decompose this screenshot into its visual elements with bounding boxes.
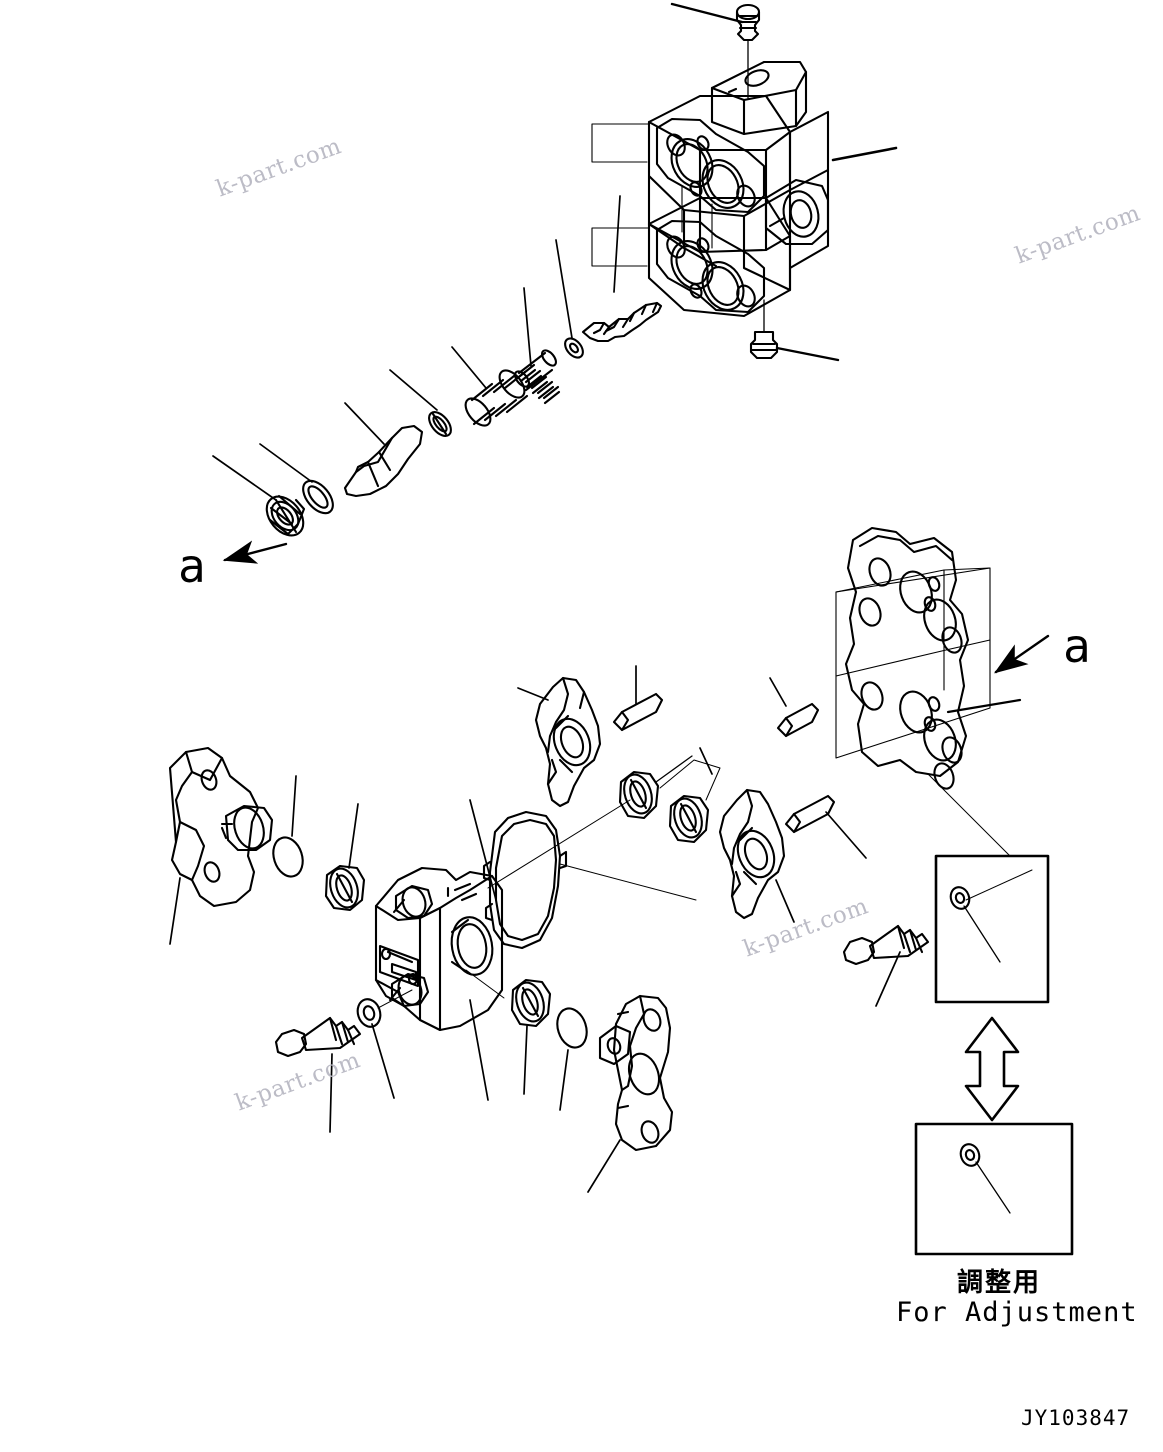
leader-end-plug <box>212 455 277 501</box>
detail-box-lower <box>914 1122 1074 1256</box>
leader-plug-bottom <box>775 346 840 362</box>
mounting-bracket-right <box>598 994 674 1152</box>
bushing-a <box>618 770 660 820</box>
drawing-number: JY103847 <box>1021 1406 1131 1430</box>
bushing-right <box>510 978 552 1028</box>
cap-plug-left <box>272 836 304 878</box>
leader-valve-body <box>831 146 898 162</box>
section-marker-a-upper: a <box>178 539 206 593</box>
large-spring <box>464 369 529 427</box>
leader-center-housing <box>469 999 489 1101</box>
plug-screw-top <box>735 3 761 99</box>
thin-link-bushing-right <box>465 969 505 999</box>
bushing-upper-left <box>324 864 366 912</box>
section-arrow-upper <box>222 540 288 564</box>
end-plug-nut <box>265 494 306 537</box>
leader-bushing-a <box>655 755 693 783</box>
leader-small-spring <box>523 287 532 367</box>
leader-pin-lower <box>825 811 867 859</box>
rocker-lever-upper <box>534 676 602 808</box>
leader-o-ring <box>259 443 313 483</box>
pin-lower <box>784 794 836 834</box>
leader-washer-lower-left <box>371 1023 395 1099</box>
bolt-lower-left <box>274 1016 362 1058</box>
leader-plug-top <box>670 2 744 24</box>
plug-screw-bottom <box>749 299 779 360</box>
thin-link-plate-box <box>927 773 1011 857</box>
leader-gasket-seal <box>469 799 497 901</box>
washer <box>428 411 452 437</box>
leader-rocker-upper <box>517 687 549 701</box>
leader-large-spring <box>451 346 487 389</box>
mounting-bracket-left <box>168 746 274 908</box>
washer-lower-left <box>356 998 382 1028</box>
leader-ball <box>555 239 573 339</box>
leader-bolt-lower-left <box>329 1053 333 1133</box>
pin-upper <box>612 692 664 732</box>
leader-bushing-right <box>523 1025 528 1095</box>
detail-arrow-double <box>964 1016 1020 1122</box>
leader-cap-plug-left <box>291 775 297 837</box>
leader-spool-rod <box>613 195 621 293</box>
gasket-seal-ring <box>482 810 568 950</box>
adjustment-caption-jp: 調整用 <box>957 1268 1042 1298</box>
spool-rod <box>581 301 663 343</box>
leader-bracket-left <box>169 877 181 945</box>
bolt-right <box>842 924 930 966</box>
leader-piston-sleeve <box>344 402 385 445</box>
section-arrow-lower <box>994 634 1050 674</box>
leader-cap-plug-right <box>559 1049 569 1111</box>
cap-plug-right <box>556 1007 588 1049</box>
steel-ball <box>564 337 584 359</box>
small-spring <box>514 349 561 405</box>
leader-bushing-b <box>699 747 713 775</box>
thin-link-washer <box>377 989 413 1009</box>
leader-bushing-upper-left <box>348 803 359 869</box>
detail-box-upper <box>934 854 1050 1004</box>
thin-link-gasket <box>559 863 697 901</box>
section-marker-a-lower: a <box>1063 619 1091 673</box>
leader-washer <box>389 369 438 411</box>
leader-pin-plate-left <box>769 677 787 707</box>
bushing-b <box>668 794 710 844</box>
leader-bracket-right <box>587 1139 621 1193</box>
gasket-plate <box>835 526 991 790</box>
valve-body-casting <box>591 60 830 318</box>
piston-sleeve <box>343 424 424 498</box>
pin-plate-left <box>776 702 820 738</box>
leader-rocker-lower <box>775 879 795 923</box>
adjustment-caption-en: For Adjustment <box>896 1297 1138 1328</box>
leader-gasket-plate <box>946 698 1022 714</box>
o-ring <box>302 479 334 515</box>
rocker-lever-lower <box>718 788 786 920</box>
leader-bolt-right <box>875 951 901 1007</box>
center-housing-block <box>374 866 504 1032</box>
